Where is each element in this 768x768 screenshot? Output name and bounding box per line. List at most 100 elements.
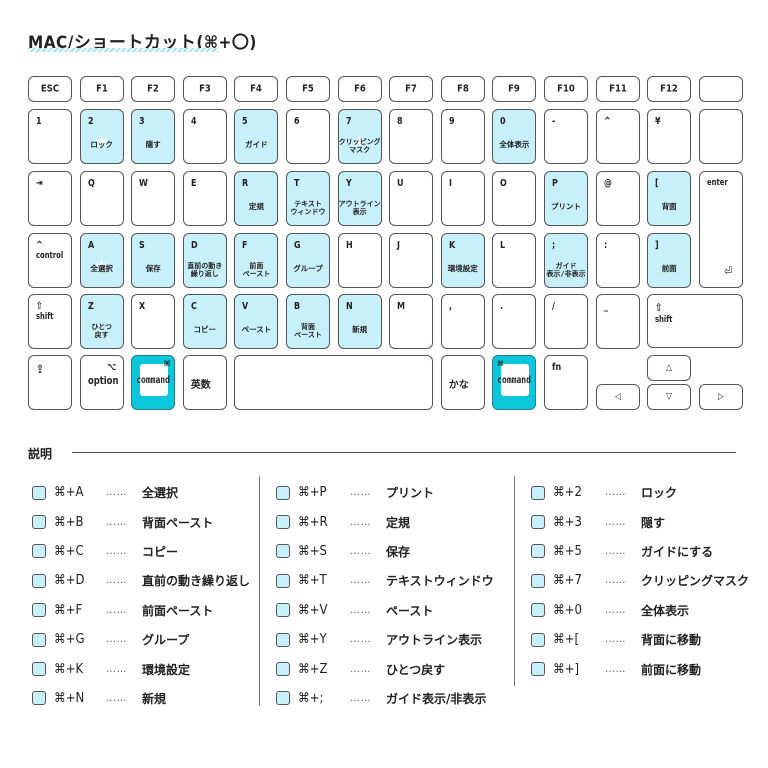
arrow-up-key[interactable]: △ [647, 355, 692, 381]
option-label: option [87, 375, 119, 387]
key-label: F12 [660, 83, 679, 95]
key--[interactable]: - [544, 109, 588, 164]
key-E[interactable]: E [182, 171, 227, 226]
key-label: F7 [405, 83, 418, 95]
key-4[interactable]: 4 [182, 109, 227, 164]
key-;[interactable]: ;ガイド 表示/非表示 [544, 233, 588, 288]
key-H[interactable]: H [337, 233, 382, 288]
key-M[interactable]: M [389, 294, 434, 349]
key-f7[interactable]: F7 [389, 76, 434, 102]
key-f2[interactable]: F2 [131, 76, 176, 102]
key-f6[interactable]: F6 [337, 76, 382, 102]
key-][interactable]: ]前面 [647, 233, 692, 288]
key-O[interactable]: O [492, 171, 537, 226]
shortcut-description: 環境設定 [142, 662, 191, 677]
command-key-left[interactable]: ⌘command [131, 355, 176, 410]
arrow-right-key[interactable]: ▷ [698, 384, 743, 410]
caps-lock-key[interactable]: ⇪ [28, 355, 72, 410]
key-label: . [500, 301, 504, 312]
key-function-label: プリント [551, 202, 581, 211]
arrow-left-key[interactable]: ◁ [595, 384, 640, 410]
key-f4[interactable]: F4 [234, 76, 279, 102]
key-^[interactable]: ^ [595, 109, 640, 164]
key-L[interactable]: L [492, 233, 537, 288]
key-⇥[interactable]: ⇥ [28, 171, 72, 226]
key-f12[interactable]: F12 [647, 76, 692, 102]
star-icon: ★ [94, 128, 109, 153]
fn-key[interactable]: fn [544, 355, 588, 410]
key-[[interactable]: [背面 [647, 171, 692, 226]
key-f3[interactable]: F3 [182, 76, 227, 102]
key-Q[interactable]: Q [79, 171, 124, 226]
key-esc[interactable]: ESC [28, 76, 72, 102]
key-f11[interactable]: F11 [595, 76, 640, 102]
key-/[interactable]: / [544, 294, 588, 349]
key-function-label: 全選択 [90, 264, 113, 273]
key-W[interactable]: W [131, 171, 176, 226]
legend-item: ⌘+N……新規 [32, 684, 250, 713]
leader-dots: …… [605, 575, 626, 587]
key-f9[interactable]: F9 [492, 76, 537, 102]
enter-key[interactable]: enter⏎ [698, 171, 743, 288]
key-J[interactable]: J [389, 233, 434, 288]
key-,[interactable]: , [440, 294, 485, 349]
shortcut-description: ガイド表示/非表示 [386, 691, 487, 706]
option-key[interactable]: ⌥option [79, 355, 124, 410]
command-label: command [136, 375, 171, 386]
kana-key[interactable]: かな [440, 355, 485, 410]
key-⇧[interactable]: ⇧shift [28, 294, 72, 349]
key-label: E [190, 178, 197, 189]
arrow-left-icon: ◁ [614, 392, 621, 402]
shortcut-combo: ⌘+K [54, 661, 84, 677]
key-9[interactable]: 9 [440, 109, 485, 164]
key-f1[interactable]: F1 [79, 76, 124, 102]
key-@[interactable]: @ [595, 171, 640, 226]
key-6[interactable]: 6 [286, 109, 330, 164]
key-X[interactable]: X [131, 294, 176, 349]
key-1[interactable]: 1 [28, 109, 72, 164]
key-_[interactable]: _ [595, 294, 640, 349]
key-.[interactable]: . [492, 294, 537, 349]
key-U[interactable]: U [389, 171, 434, 226]
key-blank[interactable] [698, 109, 743, 164]
right-shift-key[interactable]: ⇧shift [647, 294, 743, 348]
eisu-key[interactable]: 英数 [182, 355, 227, 410]
key-function-label: 前面 [661, 264, 677, 273]
key-function-label: 直前の動き 繰り返し [187, 262, 223, 279]
key-f5[interactable]: F5 [286, 76, 330, 102]
checkbox-icon [32, 485, 46, 500]
arrow-down-key[interactable]: ▽ [647, 384, 692, 410]
key-f8[interactable]: F8 [440, 76, 485, 102]
shortcut-description: 前面に移動 [641, 662, 702, 677]
command-key-right[interactable]: ⌘command [492, 355, 537, 410]
key-8[interactable]: 8 [389, 109, 434, 164]
key-¥[interactable]: ¥ [647, 109, 692, 164]
key-I[interactable]: I [440, 171, 485, 226]
key-f10[interactable]: F10 [544, 76, 588, 102]
key-^[interactable]: ^control [28, 233, 72, 288]
key-blank[interactable] [698, 76, 743, 102]
key-label: W [139, 178, 149, 189]
space-bar[interactable] [234, 355, 434, 410]
key-:[interactable]: : [595, 233, 640, 288]
